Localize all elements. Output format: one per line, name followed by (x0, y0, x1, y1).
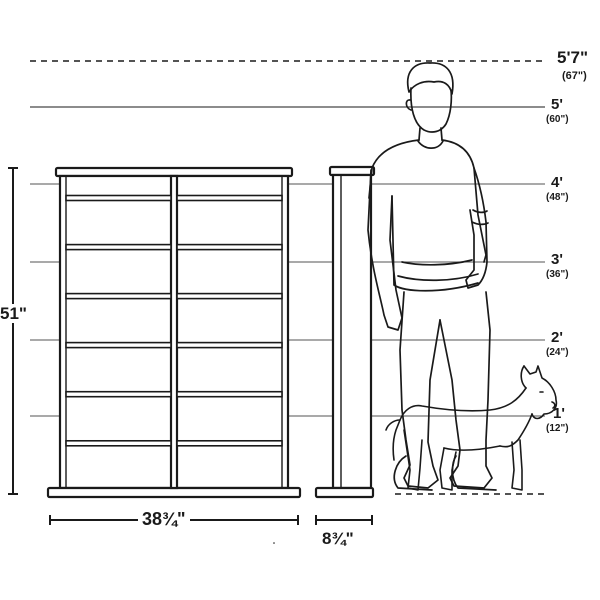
bookcase-front-view (46, 166, 302, 499)
dog-figure (385, 365, 558, 491)
dog-ear (520, 365, 527, 389)
person-right-leg (439, 291, 493, 489)
height-dimension (8, 167, 18, 495)
person-shoe-left (393, 455, 433, 491)
marker-67-inches: (67") (562, 70, 587, 82)
dog-head (523, 365, 558, 420)
shelf-1-2 (65, 243, 172, 251)
shelf-1-6 (65, 439, 172, 447)
dog-chest (499, 413, 533, 448)
height-dimension-label: 51" (0, 304, 27, 323)
shelf-2-2 (176, 243, 283, 251)
shelf-1-5 (65, 390, 172, 398)
dog-hind-leg (439, 447, 457, 491)
marker-60-feet: 5' (551, 96, 563, 113)
shelf-2-3 (176, 292, 283, 300)
person-torso (368, 139, 487, 292)
shelf-2-1 (176, 194, 283, 202)
depth-dimension-label: 8¾" (322, 529, 354, 548)
marker-12-feet: 1' (553, 405, 565, 422)
marker-24-feet: 2' (551, 329, 563, 346)
marker-48-inches: (48") (546, 192, 569, 203)
marker-48-feet: 4' (551, 174, 563, 191)
bookcase-shelves (65, 194, 283, 447)
marker-12-inches: (12") (546, 423, 569, 434)
width-dimension-label: 38¾" (138, 510, 190, 528)
person-neck (418, 127, 443, 141)
person-left-arm (465, 167, 488, 289)
dog-belly (443, 445, 501, 451)
person-hem (397, 259, 479, 282)
shelf-2-5 (176, 390, 283, 398)
marker-36-inches: (36") (546, 269, 569, 280)
marker-36-feet: 3' (551, 251, 563, 268)
dog-front-leg (511, 439, 523, 491)
person-hair (406, 62, 454, 95)
person-cuff (471, 209, 489, 226)
person-head (410, 87, 453, 133)
depth-dimension (315, 515, 373, 525)
dog-nose (551, 401, 556, 409)
dog-hind-leg-back (403, 429, 423, 491)
bookcase-center-divider (169, 174, 179, 490)
bookcase-top-cap (54, 166, 294, 178)
shelf-1-4 (65, 341, 172, 349)
person-collar (417, 140, 444, 149)
person-right-arm (367, 169, 403, 331)
side-base (314, 486, 375, 499)
marker-60-inches: (60") (546, 114, 569, 125)
side-panel (331, 173, 373, 490)
shelf-2-6 (176, 439, 283, 447)
dog-back (392, 387, 527, 461)
person-figure (367, 62, 497, 491)
shelf-1-3 (65, 292, 172, 300)
shelf-1-1 (65, 194, 172, 202)
bookcase-side-view (314, 165, 376, 499)
shelf-2-4 (176, 341, 283, 349)
marker-67-feet: 5'7" (557, 48, 589, 67)
bookcase-base (46, 486, 302, 499)
marker-24-inches: (24") (546, 347, 569, 358)
person-ear (405, 99, 412, 111)
side-top-cap (328, 165, 376, 177)
stray-dot (273, 542, 275, 544)
dog-tail (385, 419, 401, 431)
